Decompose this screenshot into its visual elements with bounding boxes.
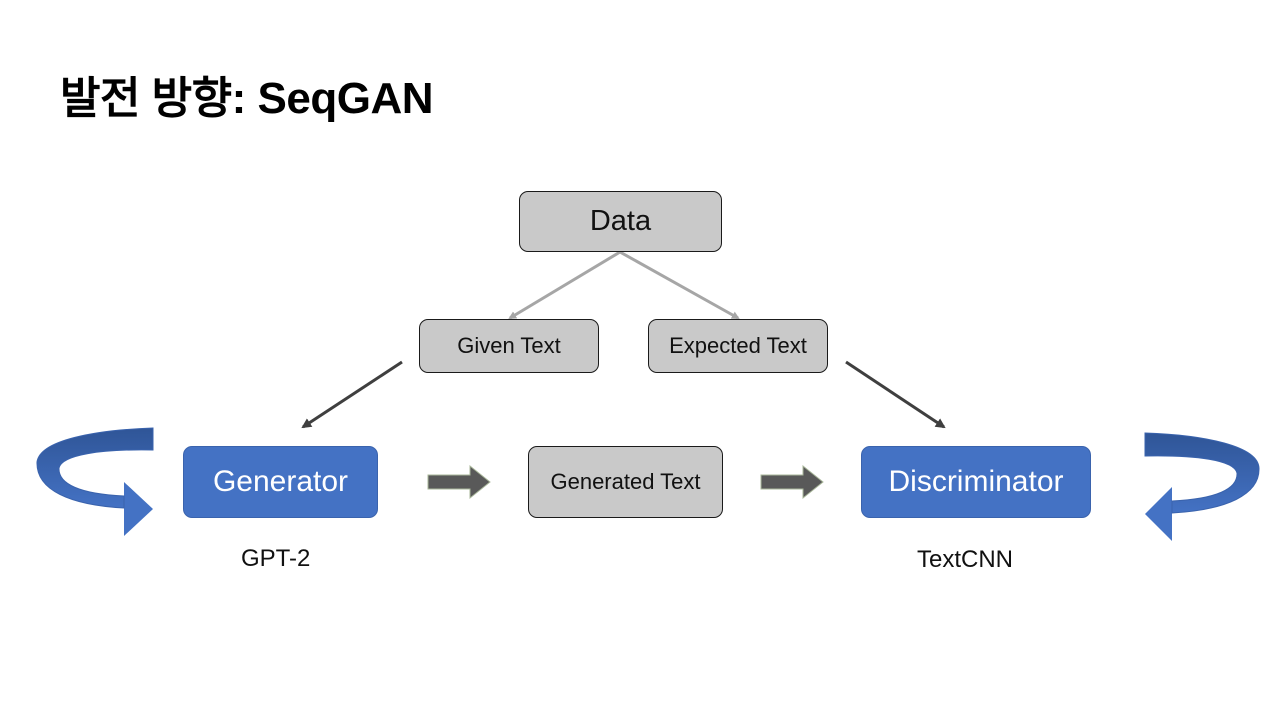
block-arrow-generator-to-generated [427, 464, 491, 500]
node-generated-text: Generated Text [528, 446, 723, 518]
circular-arrow-icon [36, 427, 154, 536]
node-given-text: Given Text [419, 319, 599, 373]
node-data-label: Data [589, 205, 652, 237]
block-arrow-generated-to-discriminator [760, 464, 824, 500]
circular-arrow-icon [1144, 432, 1260, 541]
arrow-data-to-given [508, 250, 621, 320]
node-expected-text-label: Expected Text [669, 333, 807, 358]
node-given-text-label: Given Text [457, 333, 561, 358]
node-data: Data [519, 191, 722, 252]
arrow-expected-to-discriminator [845, 360, 946, 429]
node-discriminator-label: Discriminator [888, 465, 1064, 498]
arrow-data-to-expected [619, 250, 740, 320]
slide-title: 발전 방향: SeqGAN [60, 74, 434, 123]
node-expected-text: Expected Text [648, 319, 828, 373]
discriminator-model-caption: TextCNN [917, 546, 1014, 573]
node-generator-label: Generator [212, 465, 349, 498]
node-discriminator: Discriminator [861, 446, 1091, 518]
arrow-given-to-generator [301, 360, 403, 429]
generator-model-caption: GPT-2 [241, 545, 311, 572]
node-generated-text-label: Generated Text [550, 469, 701, 494]
node-generator: Generator [183, 446, 378, 518]
